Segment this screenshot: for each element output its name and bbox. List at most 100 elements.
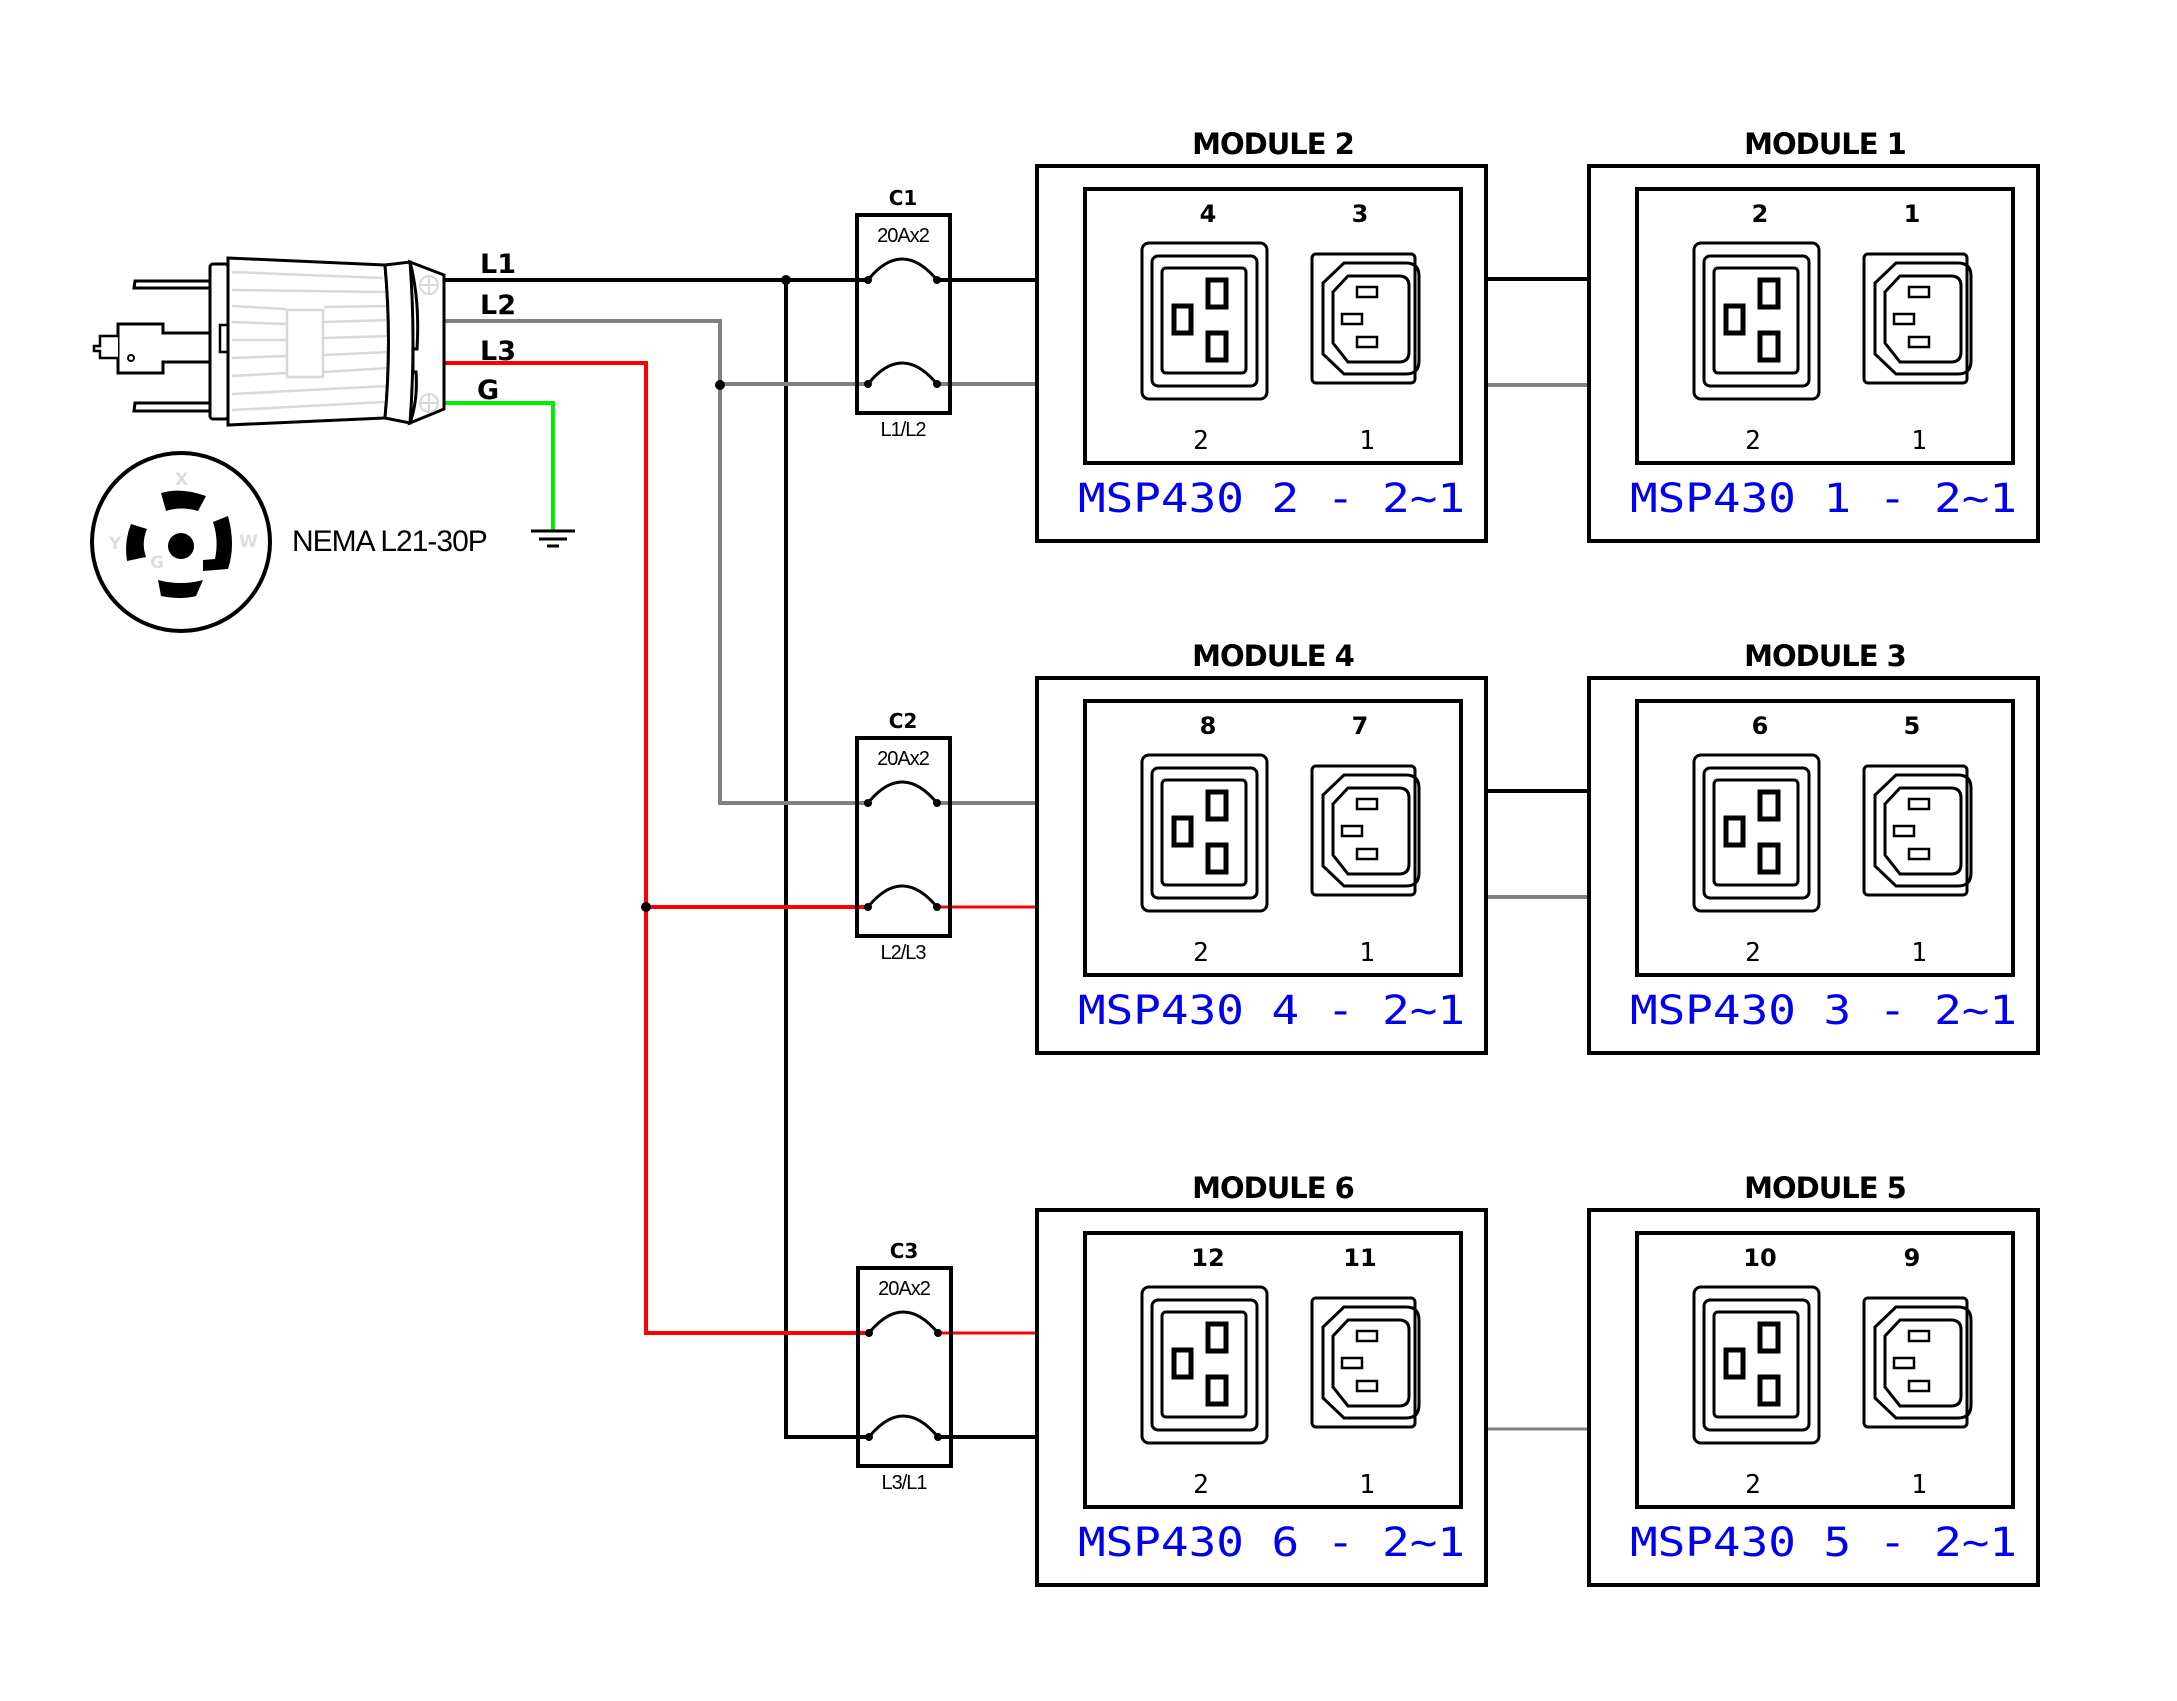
c13-outlet-icon bbox=[1310, 252, 1421, 385]
module-box bbox=[1587, 676, 2040, 1055]
module-name: MSP430 4 - 2~1 bbox=[1078, 988, 1465, 1034]
breaker-box bbox=[855, 736, 952, 938]
pin-letter-w: W bbox=[239, 532, 258, 552]
breaker-phases: L1/L2 bbox=[880, 419, 926, 441]
module-name: MSP430 1 - 2~1 bbox=[1630, 476, 2017, 522]
breaker-pole-top-icon bbox=[864, 257, 941, 284]
module-outlet-panel bbox=[1083, 1231, 1463, 1509]
plug-prong-tip bbox=[92, 334, 118, 360]
module-title: MODULE 1 bbox=[1744, 127, 1906, 161]
junction-dot-l1 bbox=[781, 275, 791, 285]
module-title: MODULE 5 bbox=[1744, 1171, 1906, 1205]
plug-prong-top bbox=[132, 279, 210, 290]
breaker-pole-bottom-icon bbox=[864, 884, 941, 911]
port-label: 1 bbox=[1911, 938, 1927, 968]
c13-outlet-icon bbox=[1862, 764, 1973, 897]
outlet-number: 1 bbox=[1904, 200, 1921, 228]
wire-l2-bus bbox=[442, 319, 870, 805]
plug-prong-bottom bbox=[132, 401, 210, 413]
breaker-box bbox=[855, 213, 952, 415]
breaker-phases: L3/L1 bbox=[881, 1472, 927, 1494]
c13-outlet-icon bbox=[1862, 252, 1973, 385]
module-box bbox=[1035, 164, 1488, 543]
ground-symbol-icon bbox=[531, 529, 575, 548]
module-title: MODULE 4 bbox=[1192, 639, 1354, 673]
c19-outlet-icon bbox=[1692, 753, 1821, 913]
module-outlet-panel bbox=[1083, 187, 1463, 465]
pin-letter-x: X bbox=[175, 470, 188, 490]
plug-prong-center bbox=[116, 322, 210, 375]
port-label: 1 bbox=[1911, 426, 1927, 456]
terminal-screw-icon bbox=[419, 275, 439, 295]
outlet-number: 12 bbox=[1191, 1244, 1224, 1272]
c13-outlet-icon bbox=[1310, 764, 1421, 897]
c19-outlet-icon bbox=[1692, 241, 1821, 401]
outlet-number: 4 bbox=[1200, 200, 1217, 228]
c19-outlet-icon bbox=[1140, 753, 1269, 913]
module-outlet-panel bbox=[1635, 187, 2015, 465]
outlet-number: 10 bbox=[1743, 1244, 1776, 1272]
module-outlet-panel bbox=[1635, 1231, 2015, 1509]
breaker-id: C3 bbox=[890, 1239, 919, 1263]
c13-outlet-icon bbox=[1310, 1296, 1421, 1429]
outlet-number: 8 bbox=[1200, 712, 1217, 740]
wire-label-g: G bbox=[477, 375, 499, 406]
module-outlet-panel bbox=[1635, 699, 2015, 977]
wire-l1-bus bbox=[784, 278, 870, 1439]
port-label: 2 bbox=[1745, 938, 1761, 968]
outlet-number: 2 bbox=[1752, 200, 1769, 228]
junction-dot-l2 bbox=[715, 380, 725, 390]
wire-label-l3: L3 bbox=[480, 336, 516, 367]
module-box bbox=[1035, 1208, 1488, 1587]
outlet-number: 3 bbox=[1352, 200, 1369, 228]
pin-letter-y: Y bbox=[108, 534, 122, 554]
module-name: MSP430 6 - 2~1 bbox=[1078, 1520, 1465, 1566]
c19-outlet-icon bbox=[1140, 1285, 1269, 1445]
port-label: 1 bbox=[1911, 1470, 1927, 1500]
port-label: 1 bbox=[1359, 938, 1375, 968]
module-title: MODULE 3 bbox=[1744, 639, 1906, 673]
outlet-number: 6 bbox=[1752, 712, 1769, 740]
wire-label-l1: L1 bbox=[480, 249, 516, 280]
outlet-number: 9 bbox=[1904, 1244, 1921, 1272]
port-label: 2 bbox=[1745, 426, 1761, 456]
outlet-number: 11 bbox=[1343, 1244, 1376, 1272]
c19-outlet-icon bbox=[1692, 1285, 1821, 1445]
breaker-id: C2 bbox=[889, 709, 918, 733]
breaker-pole-bottom-icon bbox=[864, 361, 941, 388]
wires bbox=[442, 275, 1589, 1439]
module-outlet-panel bbox=[1083, 699, 1463, 977]
breaker-pole-top-icon bbox=[865, 1310, 942, 1337]
port-label: 2 bbox=[1193, 426, 1209, 456]
plug-head bbox=[407, 259, 446, 426]
module-name: MSP430 2 - 2~1 bbox=[1078, 476, 1465, 522]
module-title: MODULE 2 bbox=[1192, 127, 1354, 161]
c13-outlet-icon bbox=[1862, 1296, 1973, 1429]
plug-type-label: NEMA L21-30P bbox=[292, 525, 487, 558]
terminal-screw-icon bbox=[419, 393, 439, 413]
breaker-pole-top-icon bbox=[864, 780, 941, 807]
pin-letter-g: G bbox=[150, 553, 164, 573]
breaker-box bbox=[856, 1266, 953, 1468]
port-label: 1 bbox=[1359, 1470, 1375, 1500]
c19-outlet-icon bbox=[1140, 241, 1269, 401]
module-name: MSP430 5 - 2~1 bbox=[1630, 1520, 2017, 1566]
plug-ring bbox=[383, 260, 415, 425]
port-label: 2 bbox=[1193, 938, 1209, 968]
breaker-pole-bottom-icon bbox=[865, 1414, 942, 1441]
breaker-rating: 20Ax2 bbox=[877, 225, 930, 247]
port-label: 1 bbox=[1359, 426, 1375, 456]
module-box bbox=[1035, 676, 1488, 1055]
module-box bbox=[1587, 1208, 2040, 1587]
outlet-number: 7 bbox=[1352, 712, 1369, 740]
